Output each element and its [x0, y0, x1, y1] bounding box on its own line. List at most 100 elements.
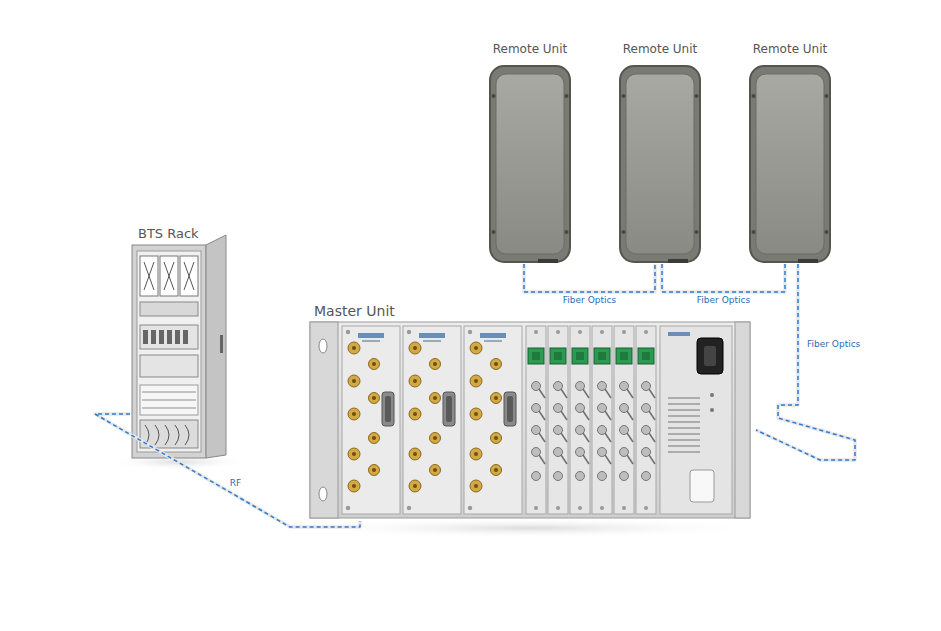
unit-heading: Remote Unit	[747, 42, 833, 57]
remote-unit-picture	[750, 66, 830, 263]
unit-heading: Remote Unit	[487, 42, 573, 57]
master-unit-picture	[614, 326, 634, 514]
bts-rack-picture	[160, 256, 178, 296]
bts-rack-picture	[145, 425, 189, 445]
master-unit-picture	[668, 445, 700, 447]
master-unit-picture	[636, 326, 656, 514]
master-unit-picture	[300, 518, 760, 538]
bts-rack-picture	[185, 425, 189, 445]
bts-rack-picture	[164, 262, 174, 290]
bts-rack-picture	[184, 262, 194, 290]
master-unit-picture	[668, 451, 700, 453]
master-unit-picture	[668, 415, 700, 417]
master-unit-picture	[668, 421, 700, 423]
master-unit: Master Unit	[308, 303, 756, 521]
bts-rack-picture	[132, 245, 206, 458]
master-unit-picture	[710, 408, 714, 412]
bts-rack-picture	[175, 330, 180, 344]
bts-rack-picture	[142, 400, 196, 401]
master-unit-picture	[704, 346, 716, 366]
bts-rack-picture	[184, 262, 194, 290]
master-unit-picture	[668, 433, 700, 435]
bts-rack-picture	[165, 425, 169, 445]
bts-rack-picture	[140, 302, 198, 316]
bts-rack-picture	[137, 251, 201, 452]
master-unit-picture	[690, 470, 714, 502]
remote-unit: Remote Unit	[487, 42, 573, 264]
cable-connector	[524, 264, 655, 292]
remote-unit: Remote Unit	[617, 42, 703, 264]
bts-rack-picture	[183, 330, 188, 344]
bts-rack-picture	[140, 355, 198, 377]
cable-dash	[95, 414, 360, 527]
bts-rack-picture	[151, 330, 156, 344]
master-unit-picture	[660, 326, 732, 514]
cable-label: Fiber Optics	[695, 295, 752, 306]
master-unit-picture	[592, 326, 612, 514]
bts-rack-picture	[206, 235, 226, 458]
master-unit-picture	[310, 322, 750, 518]
master-unit-picture	[668, 398, 700, 452]
master-unit-picture	[300, 322, 760, 538]
bts-rack-picture	[164, 262, 174, 290]
cable-connector	[662, 264, 785, 292]
master-unit-picture	[668, 427, 700, 429]
bts-rack-picture	[142, 408, 196, 409]
bts-rack-picture	[144, 262, 154, 290]
cable-body	[95, 414, 360, 527]
bts-rack-picture	[142, 392, 196, 393]
master-unit-picture	[668, 332, 690, 336]
master-unit-picture	[735, 322, 750, 518]
master-unit-picture	[668, 403, 700, 405]
cable-body	[756, 264, 855, 460]
bts-rack-picture	[140, 325, 198, 349]
bts-rack: BTS Rack	[130, 226, 228, 464]
master-unit-picture	[310, 322, 338, 518]
master-unit-picture	[464, 326, 522, 514]
cable-label: Fiber Optics	[805, 339, 862, 350]
bts-rack-picture	[220, 335, 223, 353]
bts-rack-picture	[143, 330, 148, 344]
remote-unit-picture	[490, 66, 830, 263]
bts-rack-picture	[140, 256, 198, 296]
remote-unit-picture	[490, 66, 570, 263]
unit-heading: Remote Unit	[617, 42, 703, 57]
cable-body	[524, 264, 655, 292]
cable-connector	[756, 264, 855, 460]
bts-rack-picture	[140, 256, 158, 296]
bts-rack-picture	[144, 262, 154, 290]
bts-rack-picture	[159, 330, 164, 344]
master-unit-picture	[319, 339, 327, 353]
master-unit-picture	[403, 326, 461, 514]
master-unit-picture	[668, 439, 700, 441]
bts-rack-picture	[142, 392, 196, 408]
bts-rack-picture	[167, 330, 172, 344]
master-unit-picture	[668, 397, 700, 399]
cable-connector	[95, 414, 360, 527]
master-unit-picture	[570, 326, 590, 514]
cable-body	[662, 264, 785, 292]
remote-unit: Remote Unit	[747, 42, 833, 264]
bts-rack-picture	[180, 256, 198, 296]
cable-dash	[524, 264, 655, 292]
master-unit-picture	[548, 326, 568, 514]
master-unit-picture	[710, 393, 714, 397]
master-unit-picture	[697, 338, 723, 374]
unit-heading: BTS Rack	[138, 226, 228, 242]
bts-rack-picture	[144, 262, 194, 290]
master-unit-picture	[342, 326, 400, 514]
bts-rack-picture	[175, 425, 179, 445]
bts-rack-picture	[155, 425, 159, 445]
unit-heading: Master Unit	[314, 303, 756, 320]
master-unit-picture	[526, 326, 546, 514]
master-unit-picture	[668, 409, 700, 411]
cable-label: Fiber Optics	[561, 295, 618, 306]
cable-dash	[756, 264, 855, 460]
remote-unit-picture	[620, 66, 700, 263]
bts-rack-picture	[140, 385, 198, 415]
cable-label: RF	[228, 478, 243, 489]
bts-rack-picture	[143, 330, 188, 344]
master-unit-picture	[319, 487, 327, 501]
